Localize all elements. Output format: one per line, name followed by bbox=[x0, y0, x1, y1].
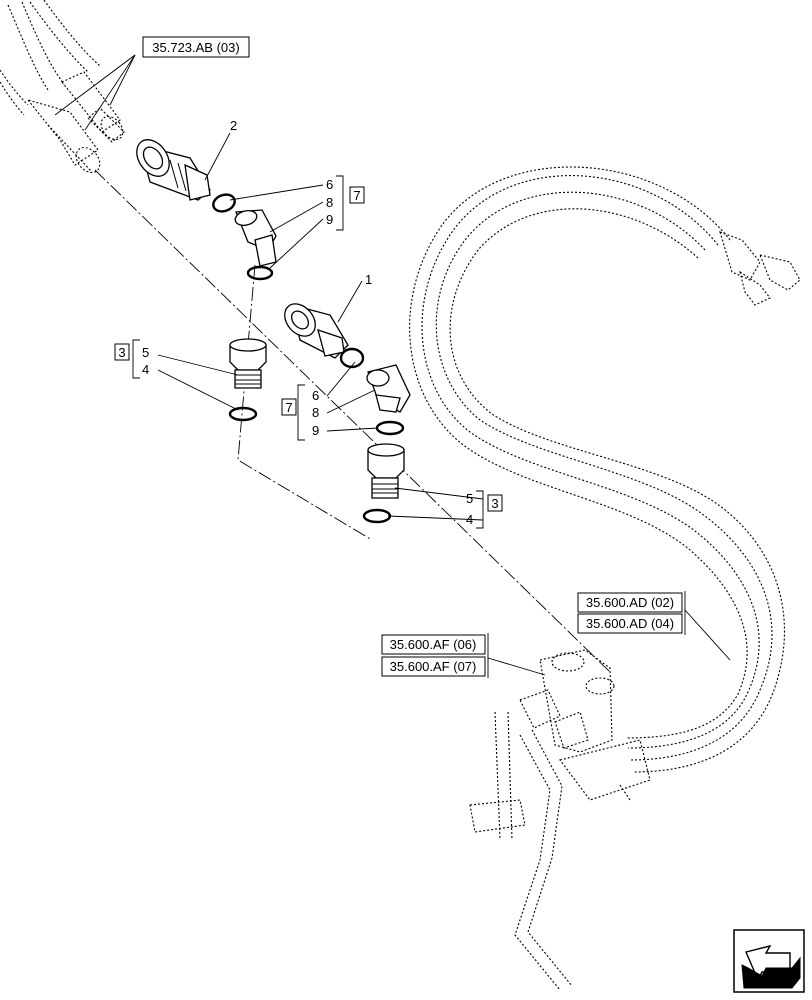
group-upper-7: 7 bbox=[353, 188, 360, 203]
ref-right-1-text[interactable]: 35.600.AD (02) bbox=[586, 595, 674, 610]
o-ring-upper-9 bbox=[246, 265, 274, 281]
group-lower-3: 3 bbox=[491, 496, 498, 511]
callout-upper-6: 6 bbox=[326, 177, 333, 192]
ref-box-mid-1[interactable]: 35.600.AF (06) bbox=[381, 634, 486, 655]
group-left-3: 3 bbox=[118, 345, 125, 360]
adapter-left-5 bbox=[229, 338, 267, 389]
ref-box-top[interactable]: 35.723.AB (03) bbox=[142, 36, 250, 58]
callout-lower-5: 5 bbox=[466, 491, 473, 506]
ref-top-text[interactable]: 35.723.AB (03) bbox=[152, 40, 239, 55]
group-box-left-3 bbox=[114, 343, 130, 361]
ref-box-right-2[interactable]: 35.600.AD (04) bbox=[577, 613, 683, 634]
adapter-lower-5 bbox=[367, 443, 405, 499]
o-ring-mid-9 bbox=[375, 420, 405, 436]
elbow-fitting-upper-8 bbox=[234, 209, 277, 267]
bracket-lower-kit bbox=[476, 490, 484, 529]
callout-lower-4: 4 bbox=[466, 512, 473, 527]
quick-coupler-part-2 bbox=[136, 139, 211, 201]
callout-upper-9: 9 bbox=[326, 212, 333, 227]
ref-mid-1-text[interactable]: 35.600.AF (06) bbox=[390, 637, 477, 652]
callout-left-5: 5 bbox=[142, 345, 149, 360]
callout-mid-9: 9 bbox=[312, 423, 319, 438]
assembly-axis-upper bbox=[94, 169, 611, 673]
callout-1: 1 bbox=[365, 272, 372, 287]
o-ring-upper-6 bbox=[212, 193, 236, 213]
bracket-mid-kit bbox=[297, 384, 305, 441]
ref-box-mid-2[interactable]: 35.600.AF (07) bbox=[381, 656, 486, 677]
ref-right-2-text[interactable]: 35.600.AD (04) bbox=[586, 616, 674, 631]
quick-coupler-part-1 bbox=[284, 303, 349, 359]
callout-mid-6: 6 bbox=[312, 388, 319, 403]
ghost-hose-right bbox=[409, 166, 801, 773]
group-box-upper-7 bbox=[349, 186, 365, 204]
callout-left-4: 4 bbox=[142, 362, 149, 377]
ghost-manifold-bracket bbox=[469, 649, 651, 991]
ghost-hose-assembly bbox=[0, 0, 125, 174]
callout-2: 2 bbox=[230, 118, 237, 133]
callout-mid-8: 8 bbox=[312, 405, 319, 420]
leader-lines bbox=[54, 54, 731, 676]
group-box-mid-7 bbox=[281, 398, 297, 416]
bracket-left-kit bbox=[132, 339, 140, 379]
ref-mid-2-text[interactable]: 35.600.AF (07) bbox=[390, 659, 477, 674]
elbow-fitting-mid-8 bbox=[366, 364, 411, 413]
arrow-nav-icon[interactable] bbox=[733, 929, 805, 993]
group-box-lower-3 bbox=[487, 494, 503, 512]
callout-upper-8: 8 bbox=[326, 195, 333, 210]
assembly-axis-left bbox=[237, 264, 373, 541]
group-mid-7: 7 bbox=[285, 400, 292, 415]
ref-box-right-1[interactable]: 35.600.AD (02) bbox=[577, 592, 683, 613]
o-ring-left-4 bbox=[228, 406, 258, 422]
o-ring-lower-4 bbox=[362, 508, 392, 524]
o-ring-mid-6 bbox=[339, 347, 365, 369]
bracket-upper-kit bbox=[336, 175, 344, 231]
